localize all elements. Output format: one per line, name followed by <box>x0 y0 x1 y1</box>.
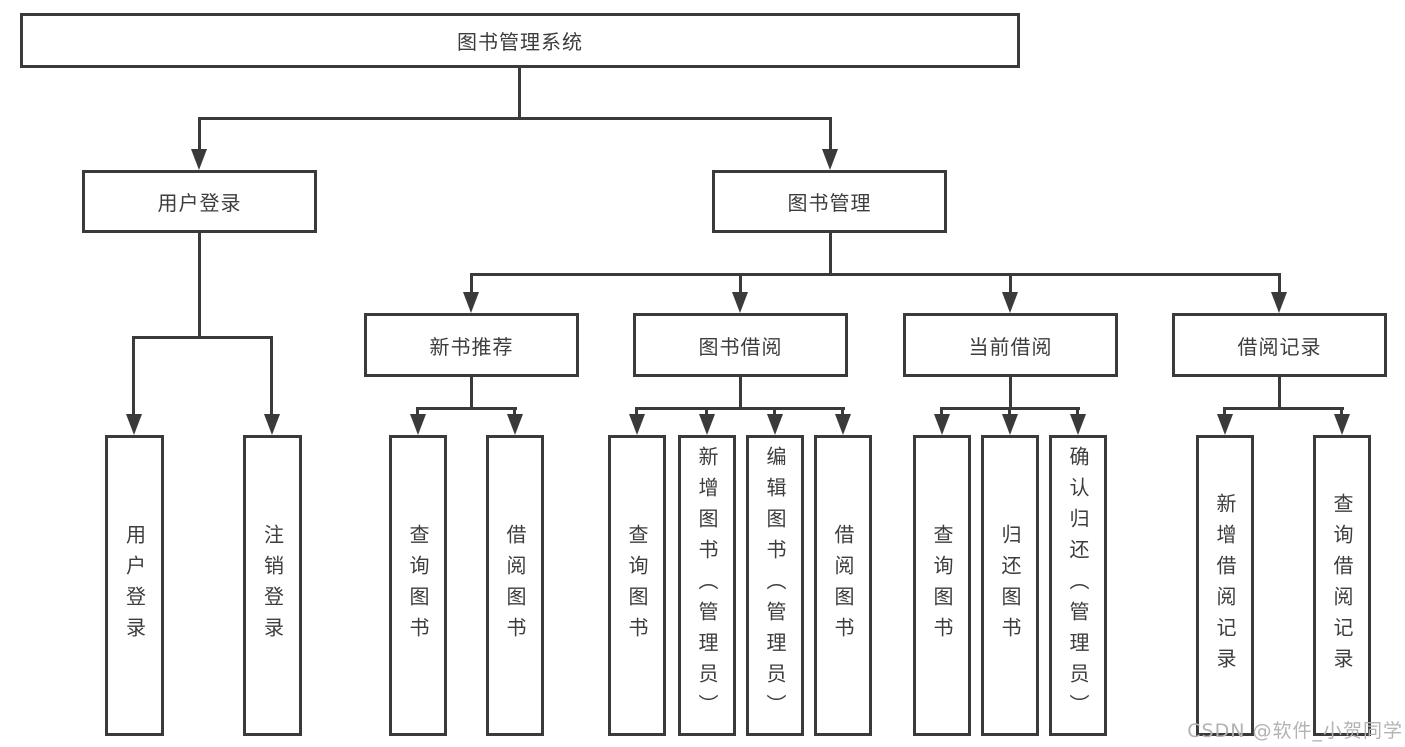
leaf-cur-query-books-label: 查询图书 <box>930 523 954 648</box>
connector-drop-add-record <box>1223 407 1226 418</box>
arrowhead-query-record <box>1334 414 1350 435</box>
leaf-add-borrow-record: 新增借阅记录 <box>1196 435 1254 736</box>
connector-drop-current-borrow <box>1009 273 1012 295</box>
connector-current-borrow-stem <box>1009 377 1012 407</box>
leaf-rec-borrow-books-label: 借阅图书 <box>503 523 527 648</box>
node-user-login-label: 用户登录 <box>157 191 242 215</box>
connector-drop-new-book-rec <box>470 273 473 295</box>
leaf-query-borrow-record: 查询借阅记录 <box>1313 435 1371 736</box>
connector-drop-bb-add <box>705 407 708 418</box>
leaf-cur-confirm-return: 确认归还（管理员） <box>1049 435 1107 736</box>
arrowhead-borrow-records <box>1271 292 1287 313</box>
leaf-bb-add-books-label: 新增图书（管理员） <box>695 446 719 725</box>
connector-book-borrow-stem <box>739 377 742 407</box>
arrowhead-add-record <box>1217 414 1233 435</box>
node-book-borrow: 图书借阅 <box>633 313 848 377</box>
leaf-bb-add-books: 新增图书（管理员） <box>678 435 736 736</box>
node-book-borrow-label: 图书借阅 <box>698 334 783 359</box>
leaf-rec-borrow-books: 借阅图书 <box>486 435 544 736</box>
leaf-add-borrow-record-label: 新增借阅记录 <box>1213 492 1237 679</box>
connector-drop-book-mgmt <box>829 117 832 152</box>
leaf-bb-borrow-books: 借阅图书 <box>814 435 872 736</box>
leaf-cur-return-books: 归还图书 <box>981 435 1039 736</box>
connector-book-mgmt-stem <box>829 233 832 273</box>
arrowhead-cur-confirm <box>1070 414 1086 435</box>
leaf-logout-label: 注销登录 <box>260 523 285 648</box>
node-current-borrow-label: 当前借阅 <box>968 334 1053 359</box>
leaf-bb-query-books-label: 查询图书 <box>625 523 649 648</box>
arrowhead-bb-edit <box>767 414 783 435</box>
node-book-mgmt-label: 图书管理 <box>787 191 872 215</box>
arrowhead-leaf-logout <box>264 414 280 435</box>
node-book-mgmt: 图书管理 <box>712 170 947 233</box>
arrowhead-bb-query <box>629 414 645 435</box>
leaf-cur-return-books-label: 归还图书 <box>998 523 1022 648</box>
leaf-logout: 注销登录 <box>243 435 302 736</box>
leaf-bb-query-books: 查询图书 <box>608 435 666 736</box>
arrowhead-bb-add <box>699 414 715 435</box>
connector-drop-cur-query <box>940 407 943 418</box>
arrowhead-cur-return <box>1002 414 1018 435</box>
leaf-rec-query-books: 查询图书 <box>389 435 447 736</box>
node-new-book-rec: 新书推荐 <box>364 313 579 377</box>
connector-drop-bb-query <box>635 407 638 418</box>
leaf-bb-borrow-books-label: 借阅图书 <box>831 523 855 648</box>
arrowhead-cur-query <box>934 414 950 435</box>
node-user-login: 用户登录 <box>82 170 317 233</box>
connector-drop-cur-return <box>1008 407 1011 418</box>
node-new-book-rec-label: 新书推荐 <box>429 334 514 359</box>
connector-new-book-rec-stem <box>470 377 473 407</box>
connector-drop-bb-borrow <box>841 407 844 418</box>
arrowhead-leaf-user-login <box>126 414 142 435</box>
connector-drop-user-login <box>198 117 201 152</box>
node-system-root-label: 图书管理系统 <box>457 30 583 54</box>
arrowhead-current-borrow <box>1002 292 1018 313</box>
arrowhead-book-mgmt <box>822 149 838 170</box>
watermark: CSDN @软件_小贺同学 <box>1187 720 1403 742</box>
leaf-bb-edit-books: 编辑图书（管理员） <box>746 435 804 736</box>
connector-drop-leaf-logout <box>270 336 273 418</box>
arrowhead-bb-borrow <box>835 414 851 435</box>
leaf-cur-confirm-return-label: 确认归还（管理员） <box>1066 446 1090 725</box>
connector-book-borrow-rail <box>635 407 845 410</box>
connector-drop-book-borrow <box>739 273 742 295</box>
node-system-root: 图书管理系统 <box>20 13 1020 68</box>
connector-drop-bb-edit <box>773 407 776 418</box>
leaf-query-borrow-record-label: 查询借阅记录 <box>1330 492 1354 679</box>
leaf-user-login: 用户登录 <box>105 435 164 736</box>
connector-drop-cur-confirm <box>1076 407 1079 418</box>
node-current-borrow: 当前借阅 <box>903 313 1118 377</box>
connector-borrow-records-stem <box>1278 377 1281 407</box>
connector-new-book-rec-rail <box>416 407 517 410</box>
connector-drop-rec-borrow <box>513 407 516 418</box>
connector-drop-leaf-user-login <box>132 336 135 418</box>
arrowhead-rec-borrow <box>507 414 523 435</box>
node-borrow-records: 借阅记录 <box>1172 313 1387 377</box>
leaf-cur-query-books: 查询图书 <box>913 435 971 736</box>
connector-drop-rec-query <box>416 407 419 418</box>
connector-user-login-stem <box>198 233 201 336</box>
connector-user-login-rail <box>132 336 273 339</box>
arrowhead-rec-query <box>410 414 426 435</box>
leaf-bb-edit-books-label: 编辑图书（管理员） <box>763 446 787 725</box>
leaf-user-login-label: 用户登录 <box>122 523 147 648</box>
arrowhead-new-book-rec <box>463 292 479 313</box>
connector-borrow-records-rail <box>1223 407 1344 410</box>
connector-drop-borrow-records <box>1278 273 1281 295</box>
node-borrow-records-label: 借阅记录 <box>1237 334 1322 359</box>
connector-level3-rail <box>470 273 1281 276</box>
arrowhead-user-login <box>191 149 207 170</box>
leaf-rec-query-books-label: 查询图书 <box>406 523 430 648</box>
arrowhead-book-borrow <box>732 292 748 313</box>
connector-level2-rail <box>198 117 832 120</box>
connector-root-stem <box>518 68 521 117</box>
connector-drop-query-record <box>1340 407 1343 418</box>
